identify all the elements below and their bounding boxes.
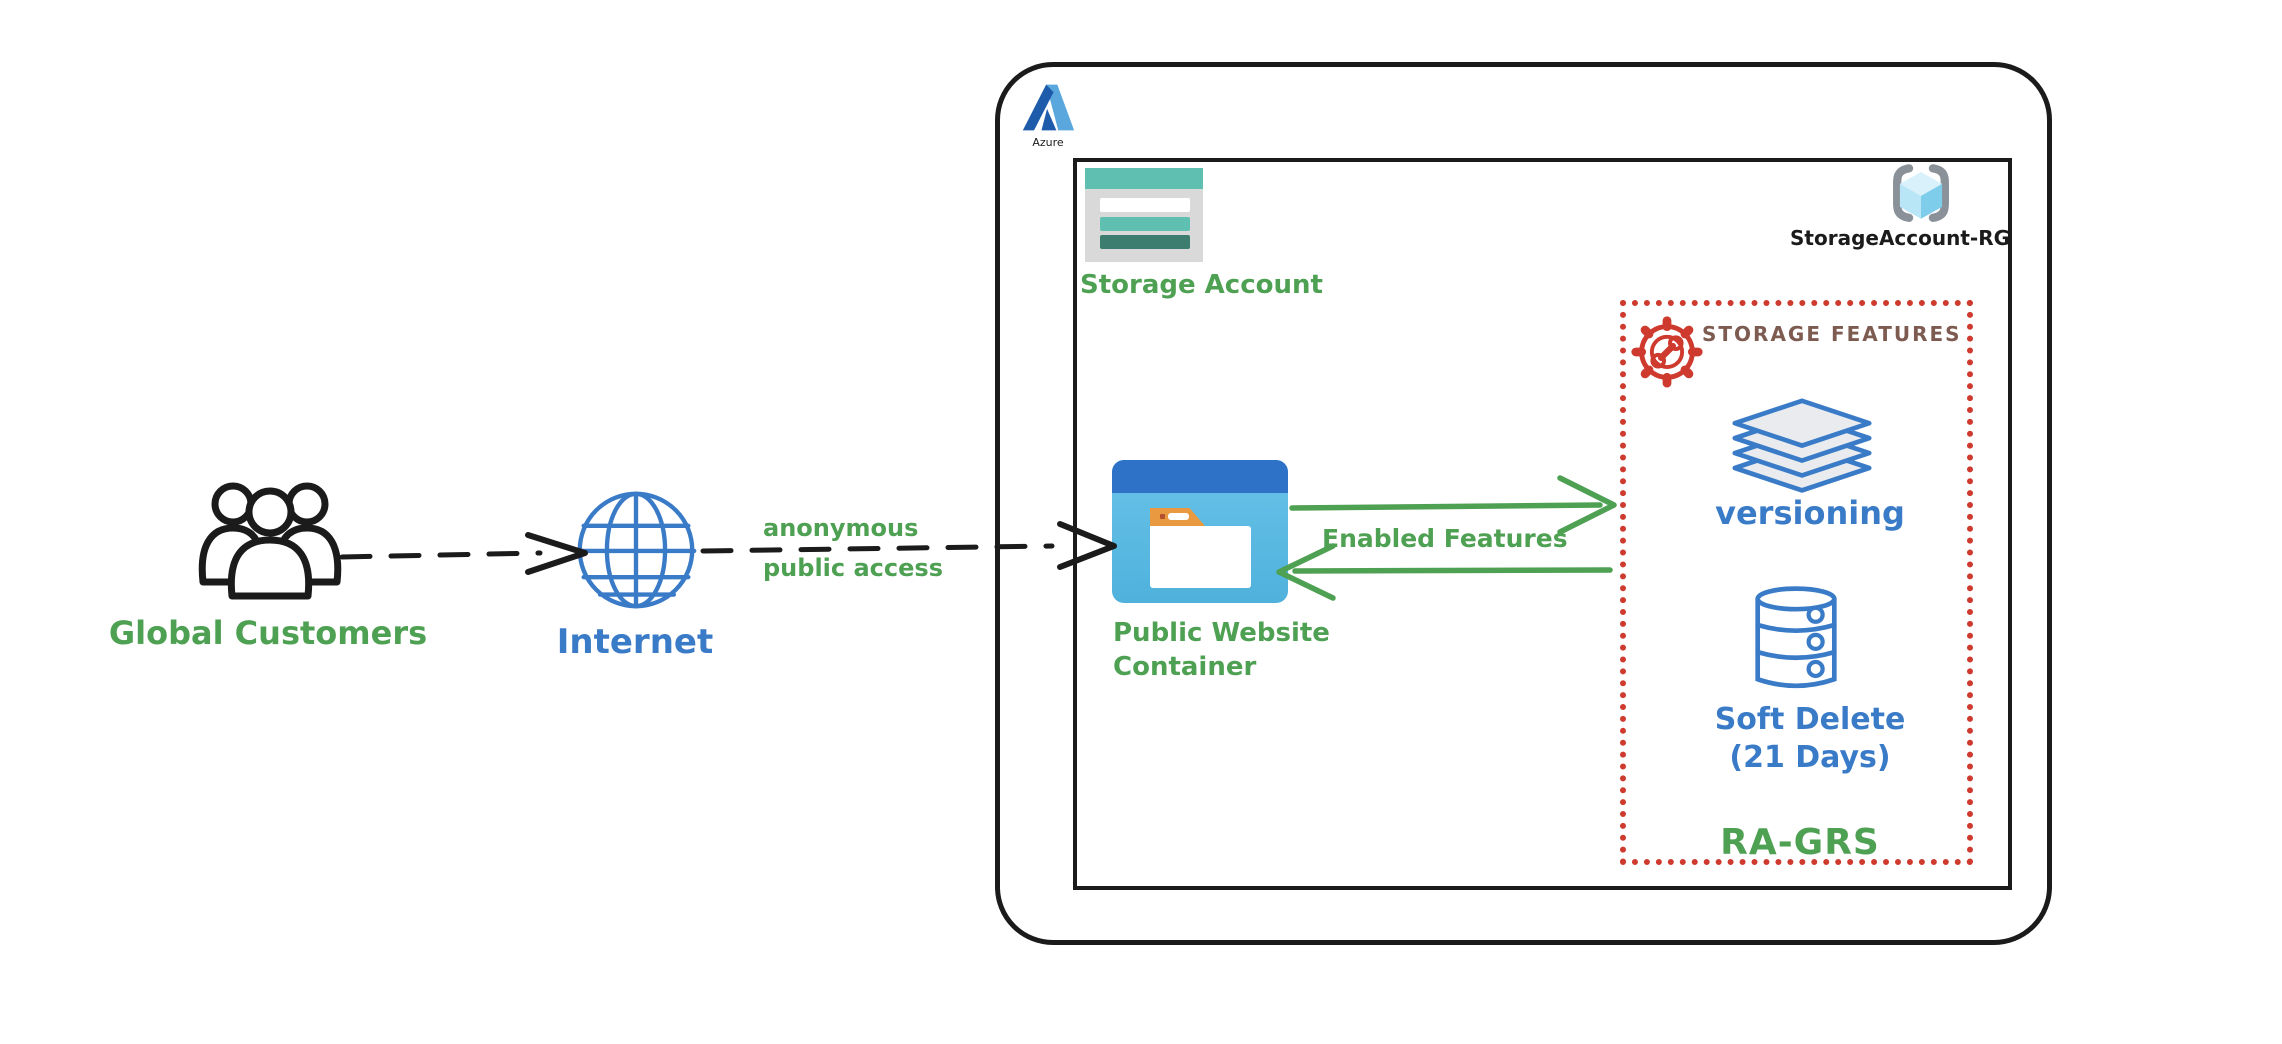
public-website-container-label-line1: Public Website [1113, 618, 1330, 648]
storage-features-title: STORAGE FEATURES [1702, 322, 1962, 346]
anonymous-access-label-line2: public access [763, 554, 943, 582]
versioning-label: versioning [1715, 494, 1905, 532]
storage-account-icon-header [1085, 168, 1203, 189]
gear-wrench-icon [1628, 310, 1706, 390]
blob-container-icon [1112, 460, 1288, 603]
ra-grs-label: RA-GRS [1720, 822, 1880, 863]
database-icon [1748, 583, 1844, 697]
anonymous-access-label-line1: anonymous [763, 514, 919, 542]
resource-group-cube-icon [1888, 161, 1954, 227]
public-website-container-label-line2: Container [1113, 652, 1257, 682]
soft-delete-label-line1: Soft Delete [1714, 702, 1906, 737]
users-group-icon [195, 478, 345, 603]
azure-logo-label: Azure [1032, 136, 1064, 149]
internet-label: Internet [556, 622, 714, 662]
folder-body [1150, 526, 1251, 588]
storage-account-icon [1085, 168, 1203, 262]
globe-icon [573, 487, 699, 613]
azure-logo-icon [1020, 80, 1076, 136]
storage-features-box [1620, 300, 1973, 865]
soft-delete-label-line2: (21 Days) [1729, 740, 1891, 775]
dashed-arrow-customers-internet [339, 532, 588, 575]
storage-account-label: Storage Account [1080, 270, 1323, 300]
resource-group-label: StorageAccount-RG [1790, 226, 2011, 250]
layers-icon [1727, 398, 1877, 496]
enabled-features-label: Enabled Features [1322, 524, 1568, 553]
global-customers-label: Global Customers [108, 614, 428, 652]
blob-container-icon-header [1112, 460, 1288, 493]
